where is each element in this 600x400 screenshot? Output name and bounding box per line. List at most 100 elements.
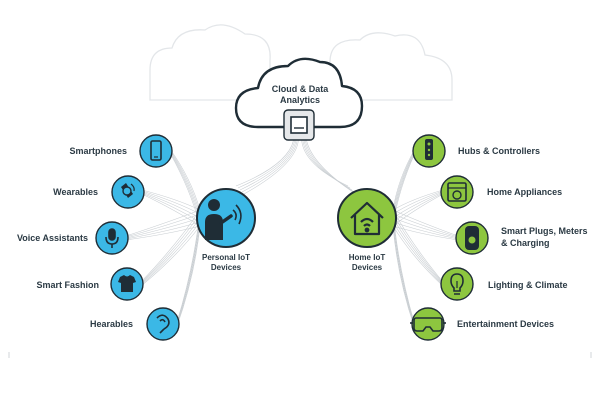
connector-line bbox=[303, 139, 353, 191]
smartphone-icon bbox=[150, 140, 162, 161]
connector-line bbox=[125, 221, 201, 240]
washing-machine-icon bbox=[447, 182, 467, 202]
connector-line bbox=[125, 209, 201, 237]
connector-line bbox=[141, 190, 201, 215]
home-iot-hub: Home IoT Devices bbox=[337, 188, 397, 272]
connector-line bbox=[176, 225, 201, 327]
connector-line bbox=[392, 221, 415, 326]
baseline bbox=[8, 352, 592, 358]
connector-line bbox=[304, 139, 355, 193]
connector-line bbox=[392, 217, 459, 239]
person-wireless-icon bbox=[205, 199, 242, 240]
connector-line bbox=[392, 221, 444, 286]
connector-line bbox=[237, 139, 296, 189]
home-device-home-appliances: Home Appliances bbox=[440, 175, 562, 209]
home-hub-label-line-1: Home IoT bbox=[349, 253, 386, 262]
connector-line bbox=[176, 217, 201, 325]
background-clouds bbox=[149, 24, 453, 101]
microphone-icon bbox=[105, 228, 119, 248]
personal-device-smartphones: Smartphones bbox=[69, 134, 173, 168]
connector-line bbox=[392, 191, 444, 219]
connector-line bbox=[140, 209, 201, 283]
personal-hub-label-line-1: Personal IoT bbox=[202, 253, 250, 262]
connector-line bbox=[125, 213, 201, 238]
connector-line bbox=[301, 139, 349, 187]
personal-device-label: Voice Assistants bbox=[17, 233, 88, 243]
cloud-node: Cloud & Data Analytics bbox=[234, 57, 364, 141]
personal-device-smart-fashion: Smart Fashion bbox=[36, 267, 144, 301]
connector-line bbox=[306, 139, 357, 195]
background-cloud-right bbox=[329, 32, 453, 101]
background-cloud-left bbox=[149, 24, 271, 101]
personal-device-label: Wearables bbox=[53, 187, 98, 197]
personal-iot-hub: Personal IoT Devices bbox=[196, 188, 256, 272]
home-device-label: Lighting & Climate bbox=[488, 280, 568, 290]
connector-line bbox=[392, 213, 444, 284]
connector-line bbox=[392, 221, 459, 240]
light-bulb-icon bbox=[450, 273, 464, 295]
connector-line bbox=[392, 217, 444, 285]
smartwatch-icon bbox=[121, 183, 135, 198]
connector-line bbox=[243, 139, 299, 195]
connector-line bbox=[125, 217, 201, 239]
connector-line bbox=[141, 192, 201, 223]
personal-device-label: Hearables bbox=[90, 319, 133, 329]
connector-line bbox=[302, 139, 351, 189]
connector-line bbox=[140, 221, 201, 286]
connector-line bbox=[241, 139, 298, 193]
home-device-label-line-2: & Charging bbox=[501, 238, 550, 248]
cloud-title-line-1: Cloud & Data bbox=[272, 84, 329, 94]
connector-line bbox=[392, 225, 415, 327]
house-wifi-icon bbox=[350, 201, 384, 236]
home-device-hubs-controllers: Hubs & Controllers bbox=[412, 134, 540, 168]
tshirt-icon bbox=[118, 275, 136, 292]
connector-line bbox=[392, 217, 415, 325]
connector-line bbox=[392, 213, 415, 324]
connector-line bbox=[176, 221, 201, 326]
cloud-title-line-2: Analytics bbox=[280, 95, 320, 105]
home-device-entertainment: Entertainment Devices bbox=[410, 307, 554, 341]
chip-icon bbox=[283, 109, 315, 141]
connector-line bbox=[392, 209, 459, 237]
home-device-label: Home Appliances bbox=[487, 187, 562, 197]
home-device-label-line-1: Smart Plugs, Meters bbox=[501, 226, 588, 236]
connector-line bbox=[392, 148, 416, 211]
earbud-icon bbox=[156, 314, 170, 334]
connector-line bbox=[392, 225, 459, 241]
connector-line bbox=[392, 189, 444, 211]
personal-device-wearables: Wearables bbox=[53, 175, 145, 209]
personal-hub-label-line-2: Devices bbox=[211, 263, 242, 272]
personal-device-voice-assistants: Voice Assistants bbox=[17, 221, 129, 255]
connector-line bbox=[169, 152, 201, 227]
personal-device-list: Smartphones Wearables Voice Assistants bbox=[17, 134, 180, 341]
connector-line bbox=[169, 148, 201, 211]
remote-control-icon bbox=[425, 139, 433, 160]
connector-line bbox=[392, 225, 444, 287]
connector-line bbox=[140, 225, 201, 287]
home-device-list: Hubs & Controllers Home Appliances Smart… bbox=[410, 134, 588, 341]
home-device-label: Entertainment Devices bbox=[457, 319, 554, 329]
home-device-label: Hubs & Controllers bbox=[458, 146, 540, 156]
cloud-outline bbox=[234, 57, 364, 129]
home-hub-label-line-2: Devices bbox=[352, 263, 383, 272]
home-device-lighting-climate: Lighting & Climate bbox=[440, 267, 568, 301]
connector-line bbox=[235, 139, 294, 187]
connector-line bbox=[141, 189, 201, 211]
connector-line bbox=[140, 213, 201, 284]
connector-line bbox=[392, 192, 444, 223]
vr-headset-icon bbox=[410, 317, 446, 332]
connector-line bbox=[125, 225, 201, 241]
connector-line bbox=[239, 139, 297, 191]
home-device-smart-plugs: Smart Plugs, Meters & Charging bbox=[455, 221, 588, 255]
connector-line bbox=[392, 190, 444, 215]
connector-line bbox=[392, 193, 444, 227]
personal-device-hearables: Hearables bbox=[90, 307, 180, 341]
personal-device-label: Smartphones bbox=[69, 146, 127, 156]
smart-plug-icon bbox=[465, 226, 479, 250]
connector-line bbox=[392, 213, 459, 238]
connector-lines bbox=[125, 139, 459, 327]
connector-line bbox=[140, 217, 201, 285]
personal-device-label: Smart Fashion bbox=[36, 280, 99, 290]
